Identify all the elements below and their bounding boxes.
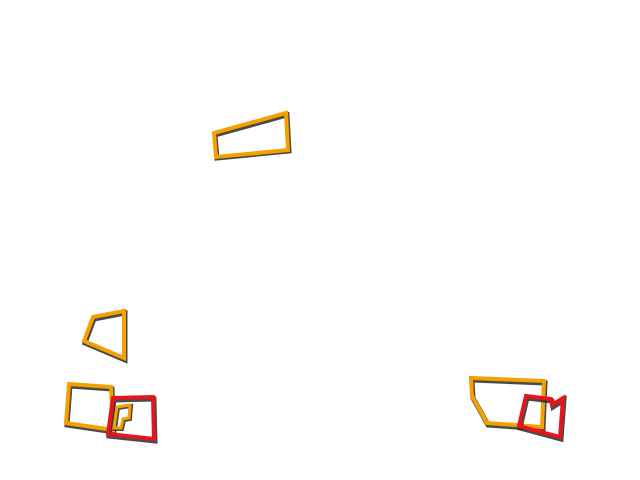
bottom-left-cluster [63, 381, 158, 444]
shape-bottom-left-red [105, 394, 157, 442]
shape-top-quad [211, 110, 291, 160]
shape-bottom-right-red [516, 393, 566, 440]
bottom-right-cluster [468, 375, 567, 443]
shape-left-small-quad [81, 308, 126, 362]
shape-bottom-left-notch [112, 403, 132, 430]
left-small-quad-group [81, 308, 128, 364]
top-quad-group [211, 110, 292, 161]
shape-bottom-right-orange [468, 375, 547, 430]
